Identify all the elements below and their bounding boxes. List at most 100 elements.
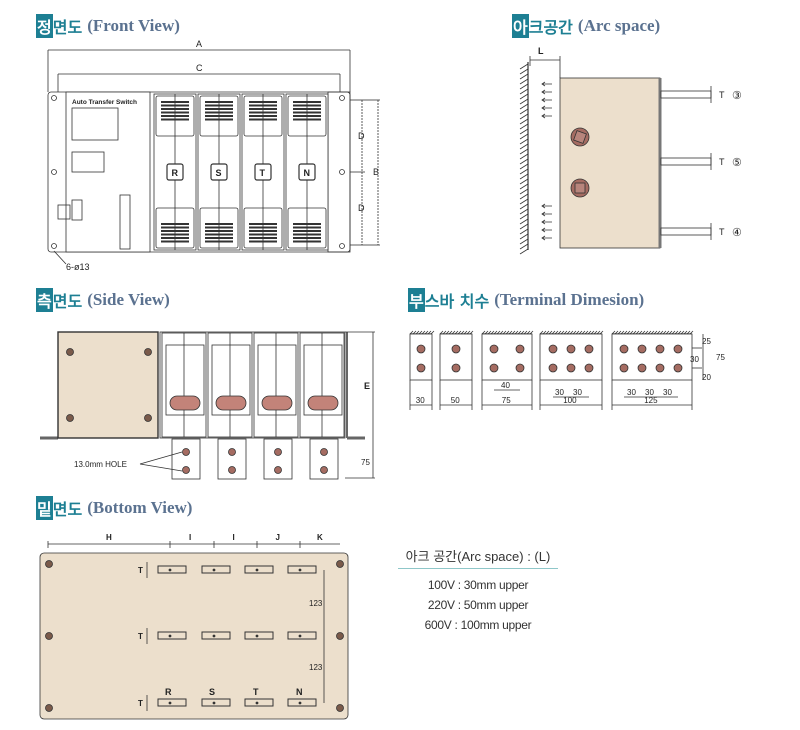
hatch-line xyxy=(519,218,529,225)
dim-bar-label: 75 xyxy=(361,458,370,467)
vent-cover xyxy=(155,95,195,137)
bolt-hole-icon xyxy=(548,363,558,373)
bolt-hole-icon xyxy=(584,363,594,373)
mounting-hole-icon xyxy=(339,169,345,175)
dim-c-label: C xyxy=(196,63,203,73)
vent-cover xyxy=(199,207,239,249)
phase-label-R: R xyxy=(172,168,179,178)
mounting-hole-icon xyxy=(51,169,57,175)
hatch-line xyxy=(519,173,529,180)
window xyxy=(165,344,205,416)
arc-arrow-icon xyxy=(541,219,552,225)
t-label: T xyxy=(138,566,143,575)
terminal-number: ⑤ xyxy=(732,157,742,169)
pitch-label: 30 xyxy=(627,388,636,397)
handle-slot xyxy=(307,395,339,411)
terminal-slot xyxy=(157,631,187,640)
bolt-hole-icon xyxy=(451,363,461,373)
arc-arrow-icon xyxy=(541,203,552,209)
hatch-line xyxy=(519,63,529,70)
phase-label-T: T xyxy=(260,168,266,178)
title-mark: 부 xyxy=(408,288,425,312)
hatch-line xyxy=(519,213,529,220)
arc-space-row: 220V : 50mm upper xyxy=(427,598,529,612)
dim-label: I xyxy=(233,533,235,542)
bolt-hole-icon xyxy=(182,466,190,474)
title-korean: 면도 xyxy=(52,18,83,37)
window xyxy=(257,344,297,416)
bolt-hole-icon xyxy=(673,363,683,373)
hatch-line xyxy=(519,178,529,185)
mounting-hole-icon xyxy=(51,243,57,249)
row-pitch-label: 123 xyxy=(309,663,323,672)
hatch-line xyxy=(519,238,529,245)
screw-icon xyxy=(144,348,152,356)
title-korean: 면도 xyxy=(52,292,83,311)
hatch-line xyxy=(519,98,529,105)
hatch-line xyxy=(519,193,529,200)
dim-mid: 30 xyxy=(690,355,699,364)
center-mark xyxy=(212,634,216,638)
dim-e-label: E xyxy=(364,381,370,391)
hatch-line xyxy=(519,93,529,100)
phase-box xyxy=(298,163,316,181)
terminal-slot xyxy=(201,565,231,574)
screw-icon xyxy=(66,414,74,422)
screw-icon xyxy=(45,704,53,712)
hatch-line xyxy=(519,188,529,195)
terminal-slot xyxy=(244,565,274,574)
hatch-line xyxy=(519,153,529,160)
hatch-line xyxy=(519,138,529,145)
center-mark xyxy=(212,701,216,705)
width-label: 75 xyxy=(502,396,511,405)
terminal-bar xyxy=(660,90,712,99)
arc-space-heading: 아크 공간(Arc space) : (L) xyxy=(398,546,558,569)
center-mark xyxy=(168,568,172,572)
bolt-hole-icon xyxy=(637,363,647,373)
screw-icon xyxy=(336,632,344,640)
title-mark: 측 xyxy=(36,288,53,312)
bolt-hole-icon xyxy=(619,363,629,373)
title-english: (Arc space) xyxy=(577,16,661,35)
mounting-hole-icon xyxy=(339,95,345,101)
bolt-hole-icon xyxy=(451,344,461,354)
phase-label-N: N xyxy=(296,687,303,697)
center-mark xyxy=(298,568,302,572)
terminal-slot xyxy=(157,698,187,707)
bus-bar xyxy=(263,438,293,480)
arc-arrow-icon xyxy=(541,89,552,95)
title-mark: 아 xyxy=(512,14,529,38)
arc-space-table: 아크 공간(Arc space) : (L) 100V : 30mm upper… xyxy=(398,546,558,635)
phase-label-R: R xyxy=(165,687,172,697)
dim-b-label: B xyxy=(373,167,379,177)
dim-total: 75 xyxy=(716,353,725,362)
screw-icon xyxy=(336,560,344,568)
side-body xyxy=(57,331,159,439)
width-label: 50 xyxy=(451,396,460,405)
bolt-hole-icon xyxy=(619,344,629,354)
arc-arrow-icon xyxy=(541,113,552,119)
title-english: (Bottom View) xyxy=(87,498,193,517)
center-mark xyxy=(298,701,302,705)
terminal-t-label: T xyxy=(719,227,725,237)
vent-cover xyxy=(287,207,327,249)
hatch-line xyxy=(519,123,529,130)
dim-label: J xyxy=(276,533,280,542)
bolt-hole-icon xyxy=(274,448,282,456)
center-mark xyxy=(255,634,259,638)
screw-icon xyxy=(66,348,74,356)
hatch-line xyxy=(519,88,529,95)
vent-cover xyxy=(287,95,327,137)
screw-icon xyxy=(336,704,344,712)
width-label: 125 xyxy=(644,396,658,405)
dim-a-label: A xyxy=(196,39,202,49)
dim-top: 25 xyxy=(702,337,711,346)
arc-arrow-icon xyxy=(541,97,552,103)
phase-box xyxy=(166,163,184,181)
